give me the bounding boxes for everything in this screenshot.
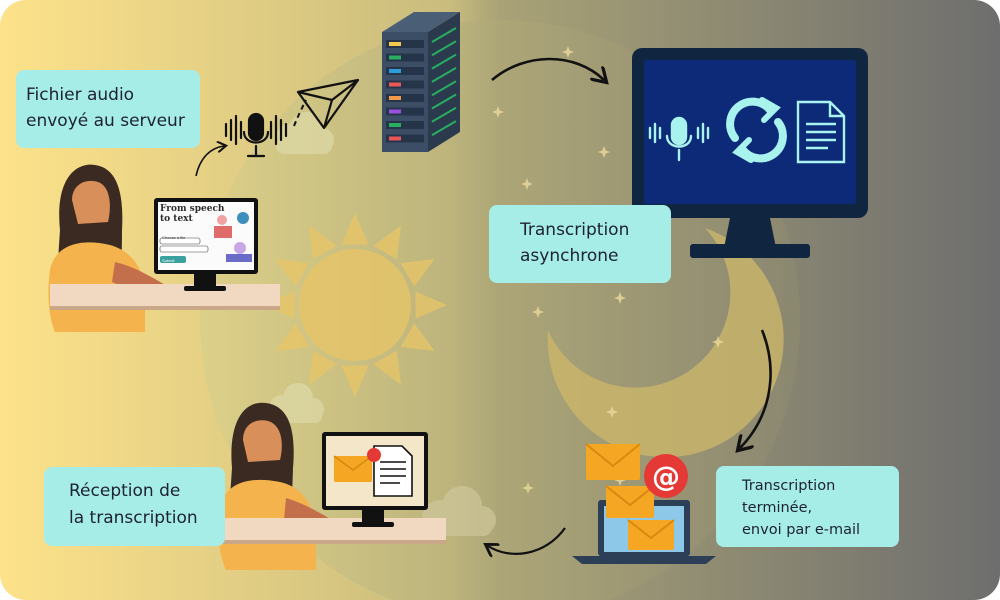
email-icon: [605, 485, 655, 518]
sun-ray: [415, 291, 447, 319]
label-done-line-2: terminée,: [742, 500, 813, 516]
paper-plane-icon: [296, 78, 360, 130]
star-icon: [492, 106, 504, 118]
server-led: [389, 42, 401, 46]
server-side-stripe: [431, 53, 457, 70]
server-rack-icon: [382, 12, 460, 152]
star-icon: [606, 406, 618, 418]
server-side-stripe: [431, 120, 457, 136]
server-led: [389, 136, 401, 141]
sun-ray: [275, 259, 310, 287]
flow-arrow-icon: [740, 329, 772, 448]
flow-arrow-icon: [195, 146, 224, 177]
sun-ray: [341, 365, 369, 397]
flow-arrow-icon: [293, 99, 307, 127]
star-icon: [614, 292, 626, 304]
sun-ray: [373, 225, 401, 260]
monitor-transcription: [632, 48, 868, 258]
screen-title: From speech to text: [160, 204, 252, 224]
sun-ray: [400, 259, 435, 287]
woman-bottom: [218, 402, 446, 570]
label-recv-line-2: la transcription: [69, 508, 198, 528]
star-icon: [712, 336, 724, 348]
label-async-line-1: Transcription: [520, 220, 630, 240]
flow-arrow-icon: [488, 527, 566, 554]
server-slot: [386, 94, 424, 102]
screen-submit-button: Submit: [162, 258, 175, 263]
woman-top: [48, 164, 280, 332]
label-upload: Fichier audio envoyé au serveur: [16, 70, 200, 148]
document-icon: [367, 445, 413, 497]
server-led: [389, 82, 401, 87]
email-icon: [333, 455, 373, 482]
sun-ray: [400, 323, 435, 351]
server-slot: [386, 53, 424, 62]
microphone-icon: [224, 112, 288, 158]
star-icon: [562, 46, 574, 58]
screen-title-line-1: From speech: [160, 204, 225, 214]
moon-icon: [547, 228, 784, 458]
star-icon: [521, 178, 533, 190]
server-slot: [386, 134, 424, 143]
at-sign-icon: @: [644, 454, 688, 498]
label-done-line-3: envoi par e-mail: [742, 522, 861, 538]
server-led: [389, 55, 401, 60]
label-upload-line-2: envoyé au serveur: [26, 111, 185, 131]
server-slot: [386, 107, 424, 116]
microphone-icon: [648, 116, 710, 162]
server-led: [389, 69, 401, 73]
screen-title-line-2: to text: [160, 214, 193, 224]
svg-text:@: @: [652, 460, 680, 493]
flow-arrow-icon: [491, 57, 604, 80]
screen-choose-file: Choose a file: [162, 235, 186, 240]
sun-ray: [309, 350, 337, 385]
sync-icon: [726, 97, 787, 163]
server-slot: [386, 80, 424, 89]
star-icon: [522, 482, 534, 494]
cloud-icon: [276, 112, 334, 154]
monitor-top-left: [154, 198, 258, 291]
document-icon: [796, 100, 846, 164]
server-slot: [386, 121, 424, 129]
label-async-line-2: asynchrone: [520, 246, 619, 266]
server-led: [389, 123, 401, 127]
sun-ray: [309, 225, 337, 260]
sun-ray: [341, 213, 369, 245]
server-slot: [386, 67, 424, 75]
server-slot: [386, 40, 424, 48]
label-transcription-done: Transcription terminée, envoi par e-mail: [716, 466, 899, 547]
server-side-stripe: [431, 67, 457, 83]
sun-ray: [373, 350, 401, 385]
email-icon: [627, 519, 675, 550]
label-done-line-1: Transcription: [742, 478, 836, 494]
sun-ray: [275, 323, 310, 351]
server-side-stripe: [431, 80, 457, 97]
server-led: [389, 96, 401, 100]
server-side-stripe: [431, 40, 457, 57]
star-icon: [532, 306, 544, 318]
label-reception: Réception de la transcription: [44, 467, 225, 546]
label-recv-line-1: Réception de: [69, 481, 181, 501]
server-side-stripe: [431, 27, 457, 43]
star-icon: [598, 146, 610, 158]
email-icon: [585, 443, 641, 480]
server-side-stripe: [431, 93, 457, 110]
label-upload-line-1: Fichier audio: [26, 85, 135, 105]
server-led: [389, 109, 401, 114]
server-side-stripe: [431, 106, 457, 123]
label-async-transcription: Transcription asynchrone: [489, 205, 671, 283]
